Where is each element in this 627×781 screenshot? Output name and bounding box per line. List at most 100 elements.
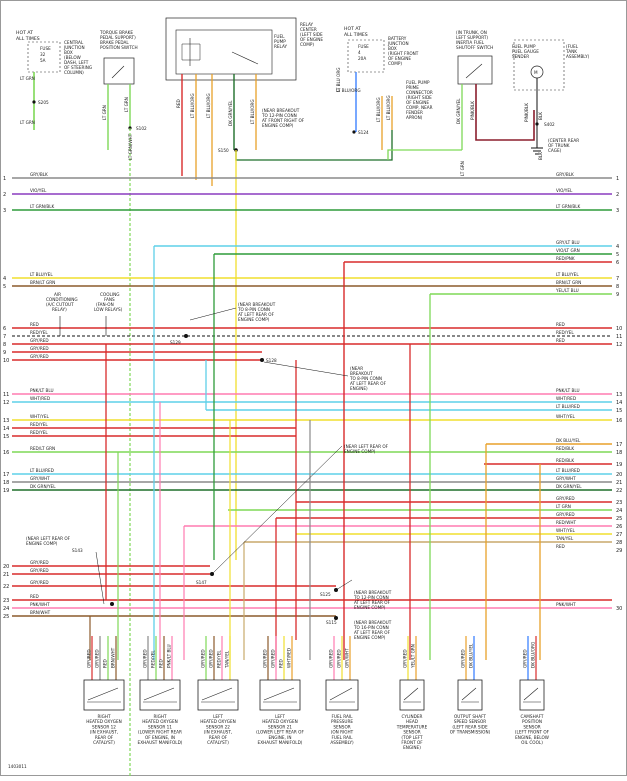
sensor-wire-label: GRY/RED xyxy=(201,649,206,668)
sensor-label: RIGHT xyxy=(97,714,111,719)
left-row-label: GRY/RED xyxy=(30,354,49,359)
sensor-label: CATALYST) xyxy=(207,740,229,745)
sensor-body xyxy=(457,679,483,711)
sensor-label: (LOWER LEFT REAR OF xyxy=(256,730,304,735)
sensor-label: LEFT xyxy=(213,714,223,719)
right-row-label: RED/PNK xyxy=(556,256,575,261)
sensor-wire-label: RED/YEL xyxy=(151,650,156,668)
right-row-num: 27 xyxy=(616,532,622,538)
left-row-num: 11 xyxy=(3,392,9,398)
right-row-num: 23 xyxy=(616,500,622,506)
ac-relay-block: AIR CONDITIONING (A/C CUTOUT RELAY) xyxy=(46,292,78,336)
sensor-label: SENSOR 22 xyxy=(206,724,230,729)
sensor-label: CATALYST) xyxy=(93,740,115,745)
sensor-body xyxy=(83,679,125,711)
sensor-label: (ON RIGHT xyxy=(331,730,354,735)
left-row-label: GRY/RED xyxy=(30,580,49,585)
wl-brake-lg: LT GRN xyxy=(102,105,107,120)
left-row-num: 2 xyxy=(3,192,6,198)
wl-relay-lbo3: LT BLU/ORG xyxy=(250,99,255,124)
inertia-2: LEFT SUPPORT) xyxy=(456,35,488,40)
left-row-num: 5 xyxy=(3,284,6,290)
sensor-wire-label: WHT/RED xyxy=(287,648,292,668)
left-row-label: RED xyxy=(30,322,39,327)
nb5-a: (NEAR BREAKOUT xyxy=(354,620,392,625)
left-row-num: 24 xyxy=(3,606,9,612)
central-junction-box-block: HOT AT ALL TIMES FUSE 32 5A CENTRAL JUNC… xyxy=(16,30,92,75)
left-row-num: 16 xyxy=(3,450,9,456)
central-jb-6: OF STEERING xyxy=(64,65,92,70)
right-row-label: WHT/YEL xyxy=(556,414,575,419)
sensor-wire-label: BRN/WHT xyxy=(111,647,116,668)
central-jb-3: BOX xyxy=(64,50,73,55)
near-breakout-1b: TO 12-PIN CONN xyxy=(261,113,297,118)
cf-1: COOLING xyxy=(100,292,119,297)
sensor-label: TEMPERATURE xyxy=(396,724,428,729)
left-row-label: LT BLU/RED xyxy=(30,468,54,473)
left-row-num: 17 xyxy=(3,472,9,478)
left-row-label: VIO/YEL xyxy=(30,188,47,193)
fuel-pump-prime-block: FUEL PUMP PRIME CONNECTOR (RIGHT SIDE OF… xyxy=(406,80,433,120)
left-row-label: LT GRN/BLK xyxy=(30,204,55,209)
relay-center-1: RELAY xyxy=(300,22,314,27)
sensor-label: EXHAUST MANIFOLD) xyxy=(258,740,303,745)
fuse-left-3: 5A xyxy=(40,58,46,63)
wl-brake-lg2: LT GRN xyxy=(124,97,129,112)
right-row-num: 12 xyxy=(616,342,622,348)
right-row-num: 9 xyxy=(616,292,619,298)
left-row-label: GRY/BLK xyxy=(30,172,48,177)
sensor-label: FUEL RAIL xyxy=(332,714,354,719)
left-row-num: 13 xyxy=(3,418,9,424)
sensor-wire-label: RED/YEL xyxy=(217,650,222,668)
fuel-pump-relay-1: FUEL xyxy=(274,34,285,39)
wl-lg-wht: LT GRN/WHT xyxy=(128,133,133,160)
brake-switch-2: PEDAL SUPPORT) xyxy=(100,35,136,40)
fuse-right-3: 20A xyxy=(358,56,366,61)
fuse-right-2: 4 xyxy=(358,50,361,55)
sensor-label: CYLINDER xyxy=(402,714,423,719)
sensor-label: SENSOR xyxy=(523,724,540,729)
wl-lg-wht2: LT GRN xyxy=(460,161,465,176)
fpp-2: PRIME xyxy=(406,85,419,90)
wl-relay-lbo1: LT BLU/ORG xyxy=(190,93,195,118)
right-row-label: DK GRN/YEL xyxy=(556,484,582,489)
sensor-wire-label: GRY/RED xyxy=(461,649,466,668)
central-jb-5: DASH, LEFT xyxy=(64,60,89,65)
right-row-label: TAN/YEL xyxy=(555,536,574,541)
nb5-b: TO 16-PIN CONN xyxy=(353,625,389,630)
right-row-num: 26 xyxy=(616,524,622,530)
splice-s115: S115 xyxy=(326,620,337,625)
right-row-num: 13 xyxy=(616,392,622,398)
right-row-num: 18 xyxy=(616,450,622,456)
near-breakout-1c: AT FRONT RIGHT OF xyxy=(262,118,305,123)
nb4-c: AT LEFT REAR OF xyxy=(354,600,391,605)
nb2-a: (NEAR BREAKOUT xyxy=(238,302,276,307)
right-row-num: 25 xyxy=(616,516,622,522)
splice-s129: S129 xyxy=(170,340,181,345)
sensor-label: EXHAUST MANIFOLD) xyxy=(138,740,183,745)
relay-center-3: (LEFT SIDE xyxy=(300,32,323,37)
left-row-num: 20 xyxy=(3,564,9,570)
right-row-num: 20 xyxy=(616,472,622,478)
right-row-num: 8 xyxy=(616,284,619,290)
battery-junction-box-block: HOT AT ALL TIMES FUSE 4 20A BATTERY JUNC… xyxy=(344,26,419,73)
fuel-tank-outline xyxy=(513,39,565,91)
sensor-body xyxy=(325,679,359,711)
left-row-label: RED/YEL xyxy=(30,430,48,435)
battery-jb-outline xyxy=(347,39,385,73)
tank-2: TANK xyxy=(565,49,577,54)
right-row-num: 28 xyxy=(616,540,622,546)
nb4-a: (NEAR BREAKOUT xyxy=(354,590,392,595)
sensor-label: PRESSURE xyxy=(331,719,353,724)
splice-s124: S124 xyxy=(358,130,369,135)
wl-inertia-dgy: DK GRN/YEL xyxy=(456,98,461,124)
right-row-label: GRY/LT BLU xyxy=(556,240,580,245)
sensor-label: (LEFT REAR SIDE xyxy=(452,724,488,729)
sensor-body xyxy=(519,679,545,711)
diagram-code: 1403011 xyxy=(8,764,27,769)
